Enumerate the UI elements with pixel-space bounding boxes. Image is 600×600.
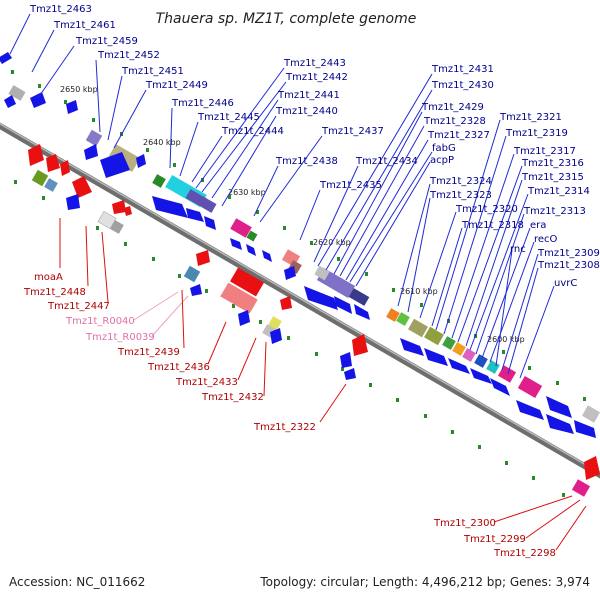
gene-label: Tmz1t_2439 bbox=[117, 347, 180, 358]
gene-label: Tmz1t_2318 bbox=[461, 220, 524, 231]
gene-label: Tmz1t_2315 bbox=[521, 172, 584, 183]
gene-label: Tmz1t_2430 bbox=[431, 80, 494, 91]
gene-label: fabG bbox=[432, 143, 456, 154]
gene-label: Tmz1t_2429 bbox=[421, 102, 484, 113]
gene-label: Tmz1t_2324 bbox=[429, 176, 492, 187]
gene-label: Tmz1t_2446 bbox=[171, 98, 234, 109]
ruler-label: 2640 kbp bbox=[143, 138, 181, 147]
gene-label: Tmz1t_2321 bbox=[499, 112, 562, 123]
gene-label: Tmz1t_2309 bbox=[537, 248, 600, 259]
gene-label: moaA bbox=[34, 272, 63, 283]
gene-label: Tmz1t_2433 bbox=[175, 377, 238, 388]
gene-label: Tmz1t_2313 bbox=[523, 206, 586, 217]
gene-label: Tmz1t_2431 bbox=[431, 64, 494, 75]
gene-label: Tmz1t_2443 bbox=[283, 58, 346, 69]
topology-text: Topology: circular; Length: 4,496,212 bp… bbox=[259, 575, 590, 589]
gene-label: era bbox=[530, 220, 546, 231]
gene-label: Tmz1t_2437 bbox=[321, 126, 384, 137]
gene-label: Tmz1t_2316 bbox=[521, 158, 584, 169]
gene-label: Tmz1t_2435 bbox=[319, 180, 382, 191]
gene-label: Tmz1t_2440 bbox=[275, 106, 338, 117]
gene-label: Tmz1t_2434 bbox=[355, 156, 418, 167]
gene-label: acpP bbox=[430, 155, 454, 166]
gene-label: Tmz1t_2317 bbox=[513, 146, 576, 157]
lower-strand-genes bbox=[28, 144, 600, 497]
gene-label: Tmz1t_2299 bbox=[463, 534, 526, 545]
ruler-label: 2650 kbp bbox=[60, 85, 98, 94]
gene-label: Tmz1t_2327 bbox=[427, 130, 490, 141]
gene-label: Tmz1t_R0040 bbox=[65, 316, 135, 327]
ruler-label: 2610 kbp bbox=[400, 287, 438, 296]
gene-label: Tmz1t_2322 bbox=[253, 422, 316, 433]
gene-label: Tmz1t_2320 bbox=[455, 204, 518, 215]
gene-label: Tmz1t_2319 bbox=[505, 128, 568, 139]
gene-label: Tmz1t_2447 bbox=[47, 301, 110, 312]
gene-label: Tmz1t_2328 bbox=[423, 116, 486, 127]
gene-label: Tmz1t_2449 bbox=[145, 80, 208, 91]
gene-label: Tmz1t_R0039 bbox=[85, 332, 155, 343]
gene-label: Tmz1t_2459 bbox=[75, 36, 138, 47]
gene-label: Tmz1t_2444 bbox=[221, 126, 284, 137]
gene-label: Tmz1t_2323 bbox=[429, 190, 492, 201]
accession-text: Accession: NC_011662 bbox=[9, 575, 145, 589]
gene-label: recO bbox=[534, 234, 558, 245]
gene-labels-top: Tmz1t_2463 Tmz1t_2461 Tmz1t_2459 Tmz1t_2… bbox=[29, 4, 600, 289]
gene-label: Tmz1t_2300 bbox=[433, 518, 496, 529]
gene-label: Tmz1t_2436 bbox=[147, 362, 210, 373]
gene-label: Tmz1t_2432 bbox=[201, 392, 264, 403]
gene-label: Tmz1t_2452 bbox=[97, 50, 160, 61]
gene-label: Tmz1t_2461 bbox=[53, 20, 116, 31]
gene-label: Tmz1t_2445 bbox=[197, 112, 260, 123]
gene-label: Tmz1t_2308 bbox=[537, 260, 600, 271]
gene-label: Tmz1t_2442 bbox=[285, 72, 348, 83]
tick-marks bbox=[11, 70, 586, 497]
map-title: Thauera sp. MZ1T, complete genome bbox=[156, 11, 417, 27]
gene-label: rnc bbox=[510, 244, 526, 255]
gene-label: Tmz1t_2298 bbox=[493, 548, 556, 559]
gene-label: Tmz1t_2463 bbox=[29, 4, 92, 15]
gene-label: Tmz1t_2448 bbox=[23, 287, 86, 298]
genome-backbone bbox=[0, 122, 600, 479]
ruler-label: 2600 kbp bbox=[487, 335, 525, 344]
ruler-label: 2630 kbp bbox=[228, 188, 266, 197]
leader-lines-bottom bbox=[59, 218, 587, 551]
leader-lines-top bbox=[9, 13, 555, 379]
upper-strand-genes bbox=[0, 52, 600, 438]
gene-labels-bottom: moaA Tmz1t_2448 Tmz1t_2447 Tmz1t_R0040 T… bbox=[23, 272, 556, 559]
gene-label: Tmz1t_2314 bbox=[527, 186, 590, 197]
gene-label: Tmz1t_2438 bbox=[275, 156, 338, 167]
gene-label: Tmz1t_2441 bbox=[277, 90, 340, 101]
gene-label: uvrC bbox=[554, 278, 577, 289]
gene-label: Tmz1t_2451 bbox=[121, 66, 184, 77]
